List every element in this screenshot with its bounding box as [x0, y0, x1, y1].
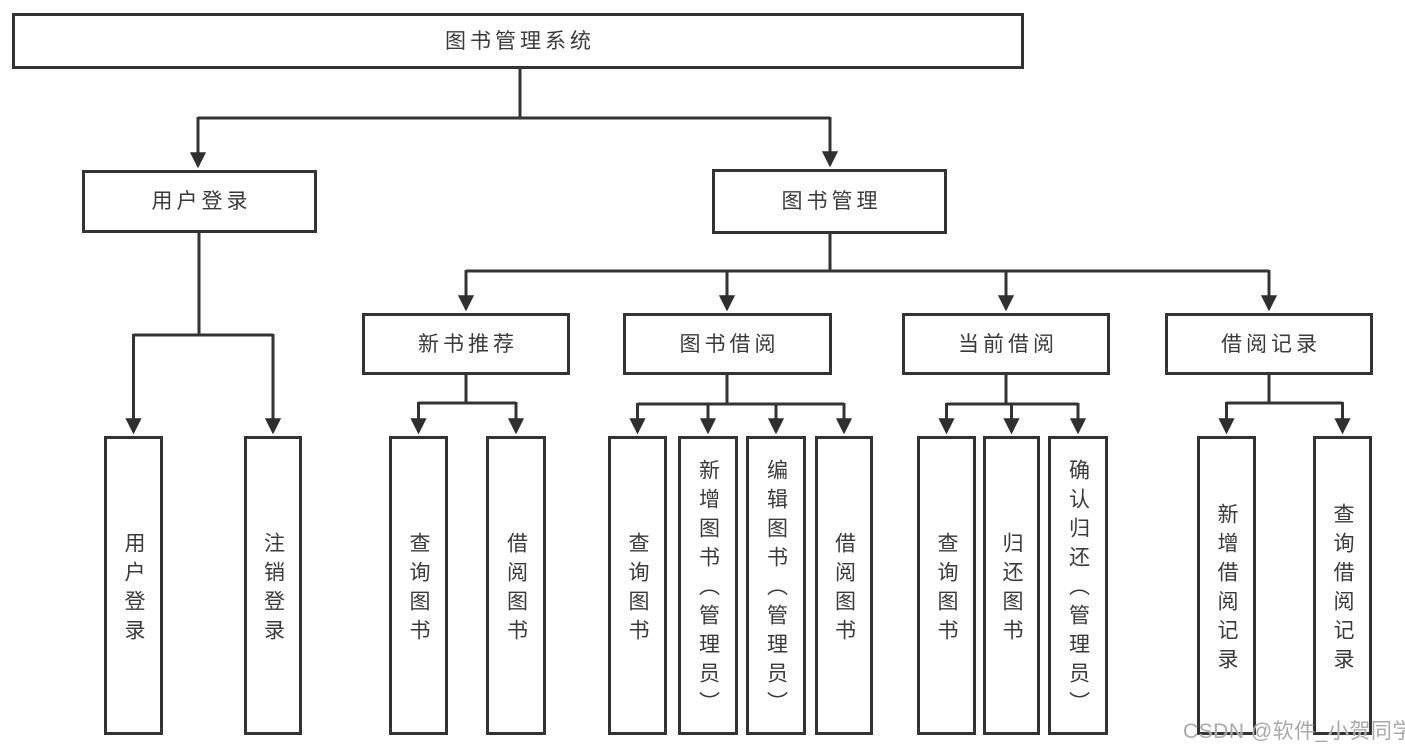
- node-new-book-recommend-label: 新书推荐: [418, 332, 518, 356]
- node-leaf-logout: 注销登录: [244, 436, 302, 735]
- connector-borrow-records-children: [1218, 375, 1351, 435]
- node-leaf-borrow-books-borrowing: 借阅图书: [815, 436, 873, 735]
- connector-book-borrowing-children: [629, 375, 853, 435]
- node-current-borrowing-label: 当前借阅: [958, 332, 1058, 356]
- node-leaf-logout-label: 注销登录: [261, 531, 285, 648]
- connector-root-to-level2: [189, 69, 839, 169]
- node-leaf-query-borrow-record-label: 查询借阅记录: [1331, 502, 1354, 677]
- node-user-login: 用户登录: [82, 170, 317, 233]
- node-leaf-edit-books-admin: 编辑图书（管理员）: [746, 436, 806, 735]
- node-book-borrowing-label: 图书借阅: [679, 332, 780, 356]
- node-new-book-recommend: 新书推荐: [362, 313, 570, 375]
- node-current-borrowing: 当前借阅: [902, 313, 1110, 375]
- connector-book-management-children: [457, 234, 1278, 312]
- node-leaf-query-books-recommend-label: 查询图书: [407, 531, 430, 648]
- node-leaf-borrow-books-recommend: 借阅图书: [486, 436, 546, 735]
- watermark: CSDN @软件_小贺同学: [1183, 720, 1405, 743]
- node-leaf-return-books-label: 归还图书: [1000, 531, 1023, 648]
- node-leaf-query-books-current-label: 查询图书: [935, 531, 958, 648]
- node-leaf-confirm-return-admin: 确认归还（管理员）: [1048, 436, 1108, 735]
- node-leaf-add-borrow-record: 新增借阅记录: [1197, 436, 1256, 735]
- node-leaf-add-borrow-record-label: 新增借阅记录: [1215, 502, 1238, 677]
- connector-user-login-children: [125, 233, 282, 435]
- node-leaf-confirm-return-admin-label: 确认归还（管理员）: [1066, 459, 1090, 720]
- connector-current-borrowing-children: [938, 375, 1087, 435]
- node-leaf-edit-books-admin-label: 编辑图书（管理员）: [764, 459, 788, 720]
- node-leaf-query-books-recommend: 查询图书: [389, 436, 448, 735]
- node-leaf-add-books-admin: 新增图书（管理员）: [678, 436, 738, 735]
- node-leaf-borrow-books-recommend-label: 借阅图书: [504, 531, 528, 648]
- node-borrow-records: 借阅记录: [1165, 313, 1373, 375]
- node-leaf-query-books-borrowing: 查询图书: [608, 436, 667, 735]
- node-leaf-return-books: 归还图书: [983, 436, 1040, 735]
- node-book-management: 图书管理: [712, 169, 947, 234]
- node-leaf-borrow-books-borrowing-label: 借阅图书: [832, 531, 856, 648]
- node-leaf-query-books-current: 查询图书: [917, 436, 976, 735]
- node-book-management-label: 图书管理: [781, 190, 882, 213]
- node-leaf-query-borrow-record: 查询借阅记录: [1313, 436, 1372, 735]
- node-leaf-query-books-borrowing-label: 查询图书: [626, 531, 649, 648]
- node-book-borrowing: 图书借阅: [623, 313, 832, 375]
- node-leaf-add-books-admin-label: 新增图书（管理员）: [696, 459, 720, 720]
- node-borrow-records-label: 借阅记录: [1221, 332, 1321, 356]
- connector-new-book-recommend-children: [410, 375, 525, 435]
- node-leaf-user-login-label: 用户登录: [122, 531, 145, 648]
- node-root: 图书管理系统: [12, 13, 1024, 69]
- node-leaf-user-login: 用户登录: [104, 436, 163, 735]
- node-user-login-label: 用户登录: [151, 190, 252, 213]
- node-root-label: 图书管理系统: [445, 29, 595, 53]
